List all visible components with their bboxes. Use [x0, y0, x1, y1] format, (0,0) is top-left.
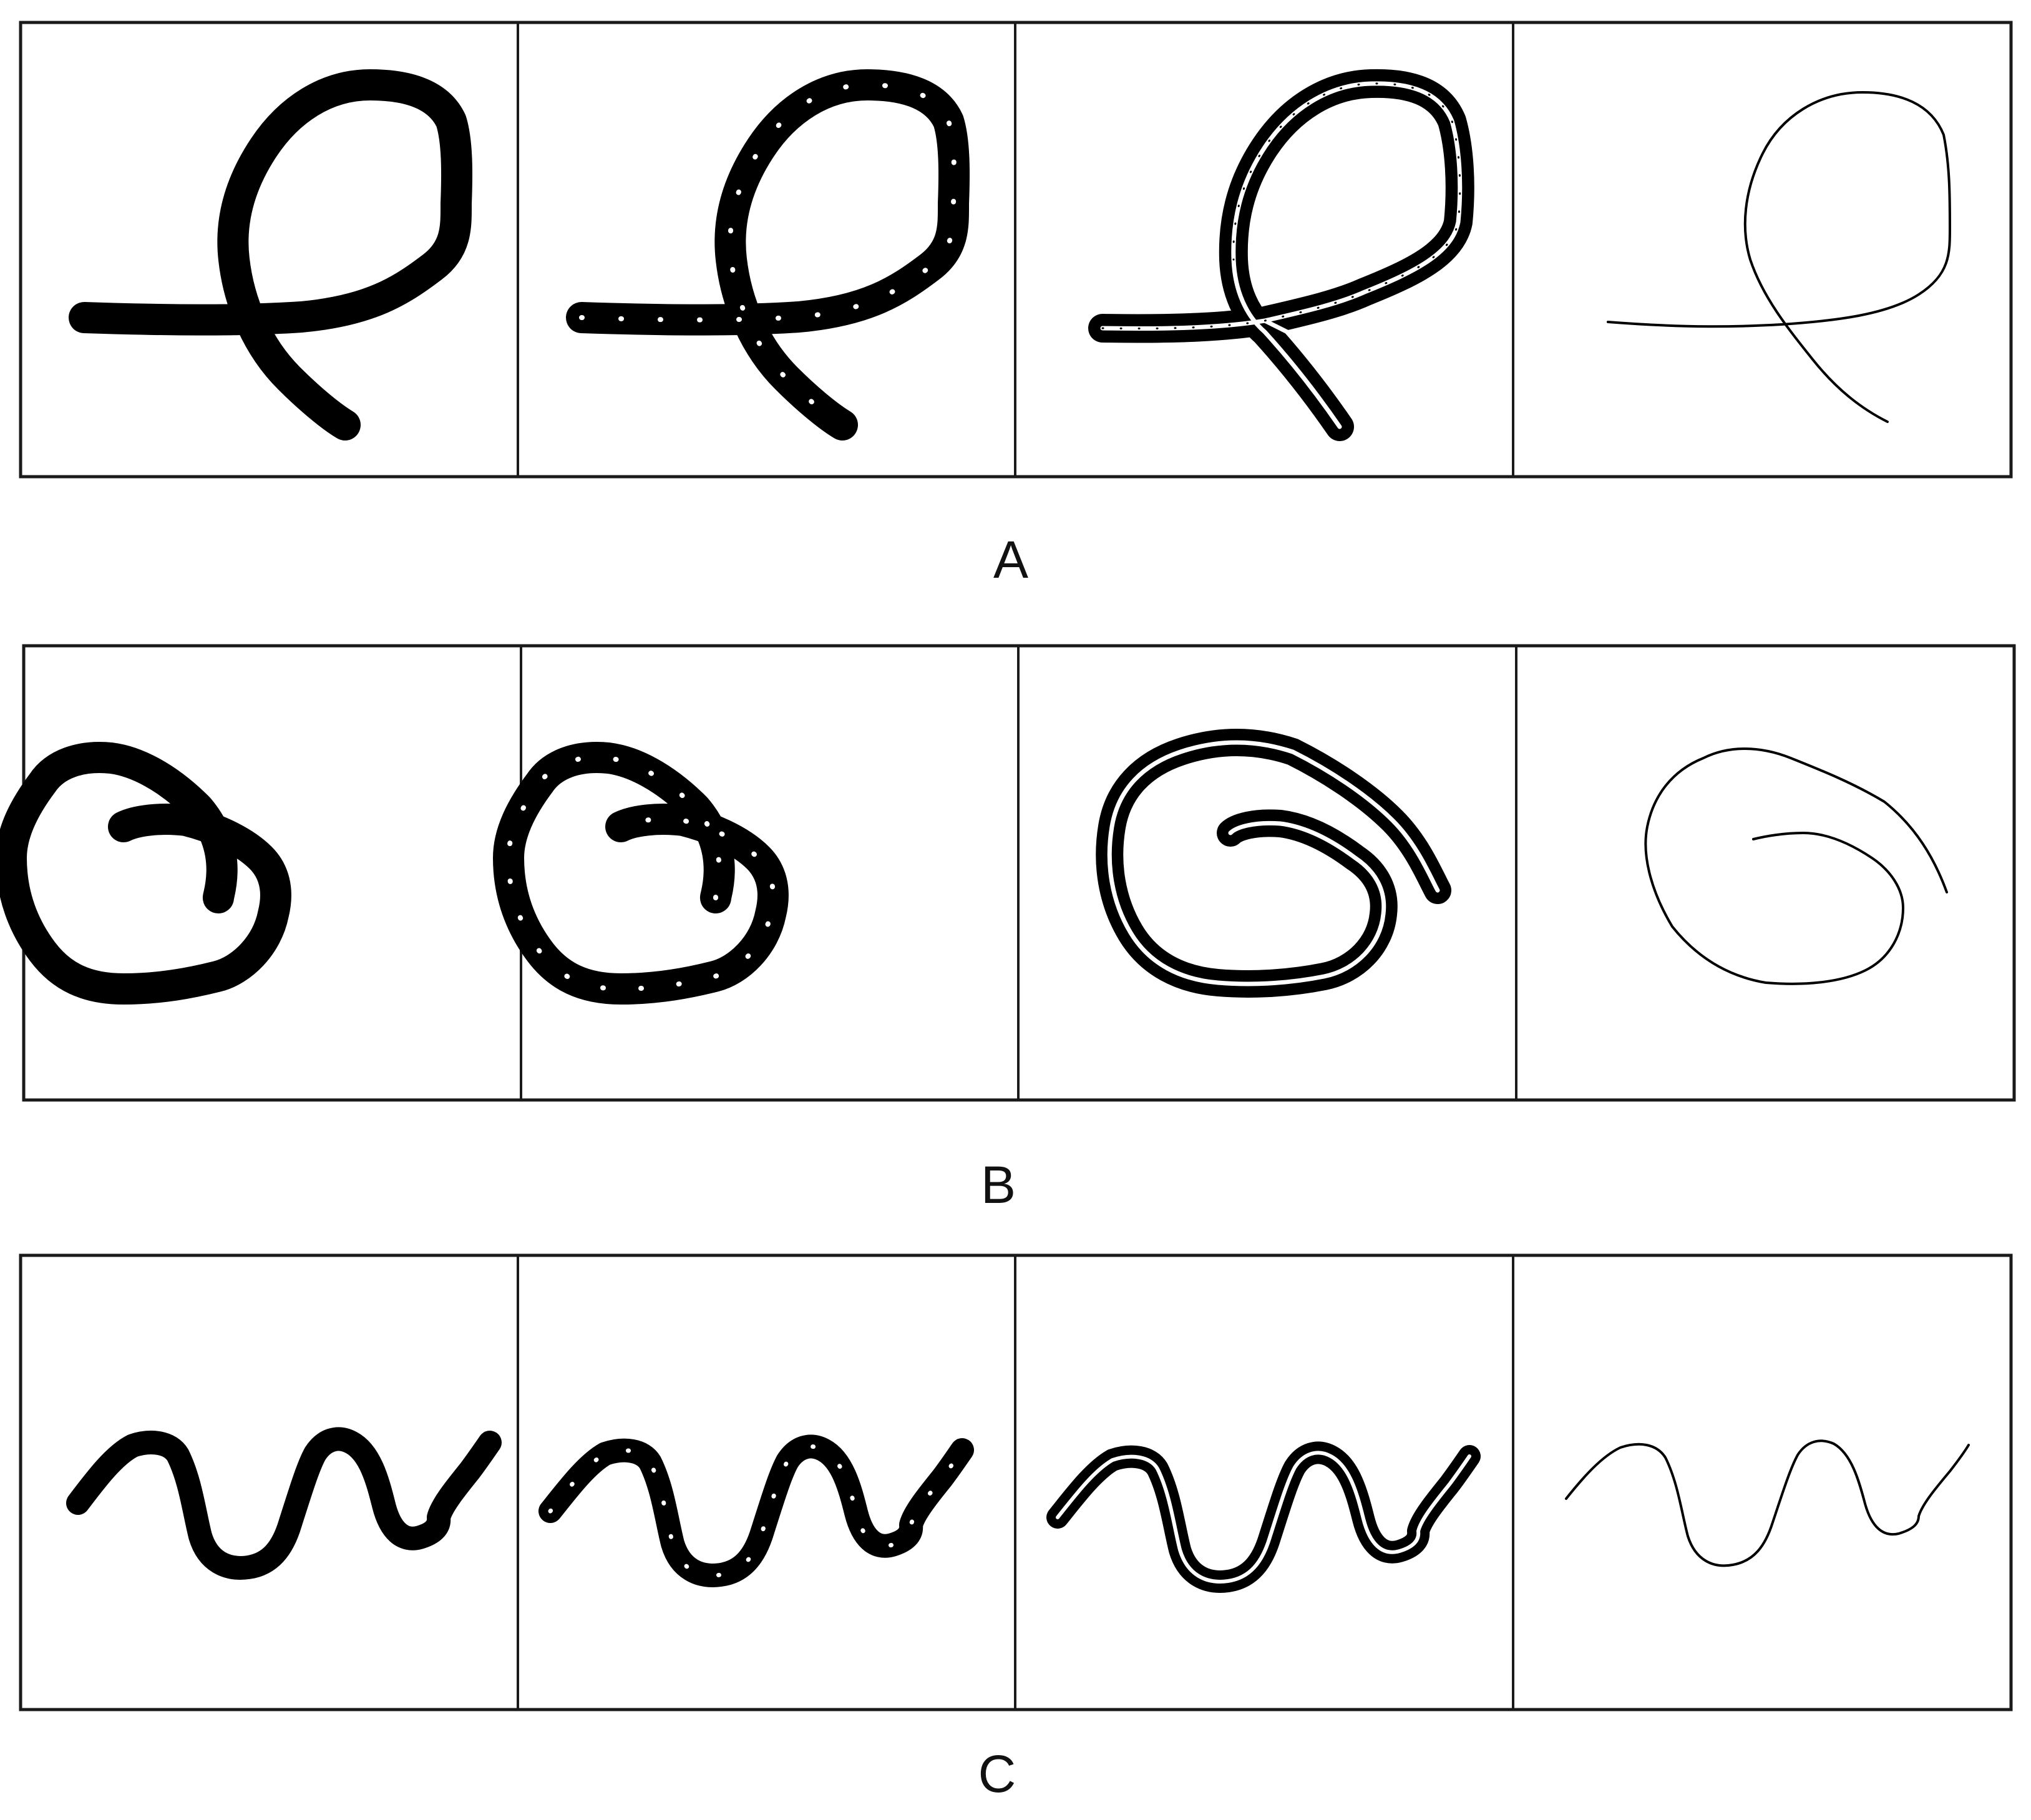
- row-b-panel-1-original-stroke: [0, 742, 291, 1005]
- row-c: C: [19, 1253, 2013, 1803]
- row-b-panel-4-thin-result: [1644, 747, 1948, 985]
- row-a-panel-3-skeleton-outline: [1088, 69, 1474, 441]
- row-a: A: [19, 21, 2013, 589]
- wave-stroke: [538, 1434, 974, 1587]
- row-c-panel-4-thin-result: [1565, 1439, 1970, 1567]
- row-label-b: B: [981, 1156, 1016, 1214]
- row-b: B: [0, 644, 2016, 1214]
- row-b-panel-2-skeleton-points: [493, 742, 789, 1005]
- row-c-panel-3-skeleton-outline: [1046, 1441, 1481, 1593]
- spiral-stroke: [0, 742, 291, 1005]
- row-label-c: C: [978, 1745, 1016, 1803]
- row-label-a: A: [993, 530, 1028, 589]
- row-b-panel-3-skeleton-outline: [1096, 729, 1451, 998]
- skeleton-line: [1056, 1451, 1471, 1584]
- thin-loop-line: [1607, 91, 1951, 423]
- thin-spiral-line: [1644, 747, 1948, 985]
- skeleton-line: [1107, 740, 1440, 986]
- skeleton-node-dots: [1101, 82, 1461, 329]
- loop-stroke: [69, 69, 473, 440]
- row-c-panel-2-skeleton-points: [538, 1434, 974, 1587]
- loop-stroke: [566, 69, 970, 440]
- row-a-panel-1-original-stroke: [69, 69, 473, 440]
- wave-stroke: [66, 1427, 502, 1580]
- row-c-panel-1-original-stroke: [66, 1427, 502, 1580]
- thin-wave-line: [1565, 1439, 1970, 1567]
- spiral-stroke: [493, 742, 789, 1005]
- row-a-panel-2-skeleton-points: [566, 69, 970, 440]
- skeleton-branch: [1262, 318, 1311, 344]
- row-a-panel-4-thin-result: [1607, 91, 1951, 423]
